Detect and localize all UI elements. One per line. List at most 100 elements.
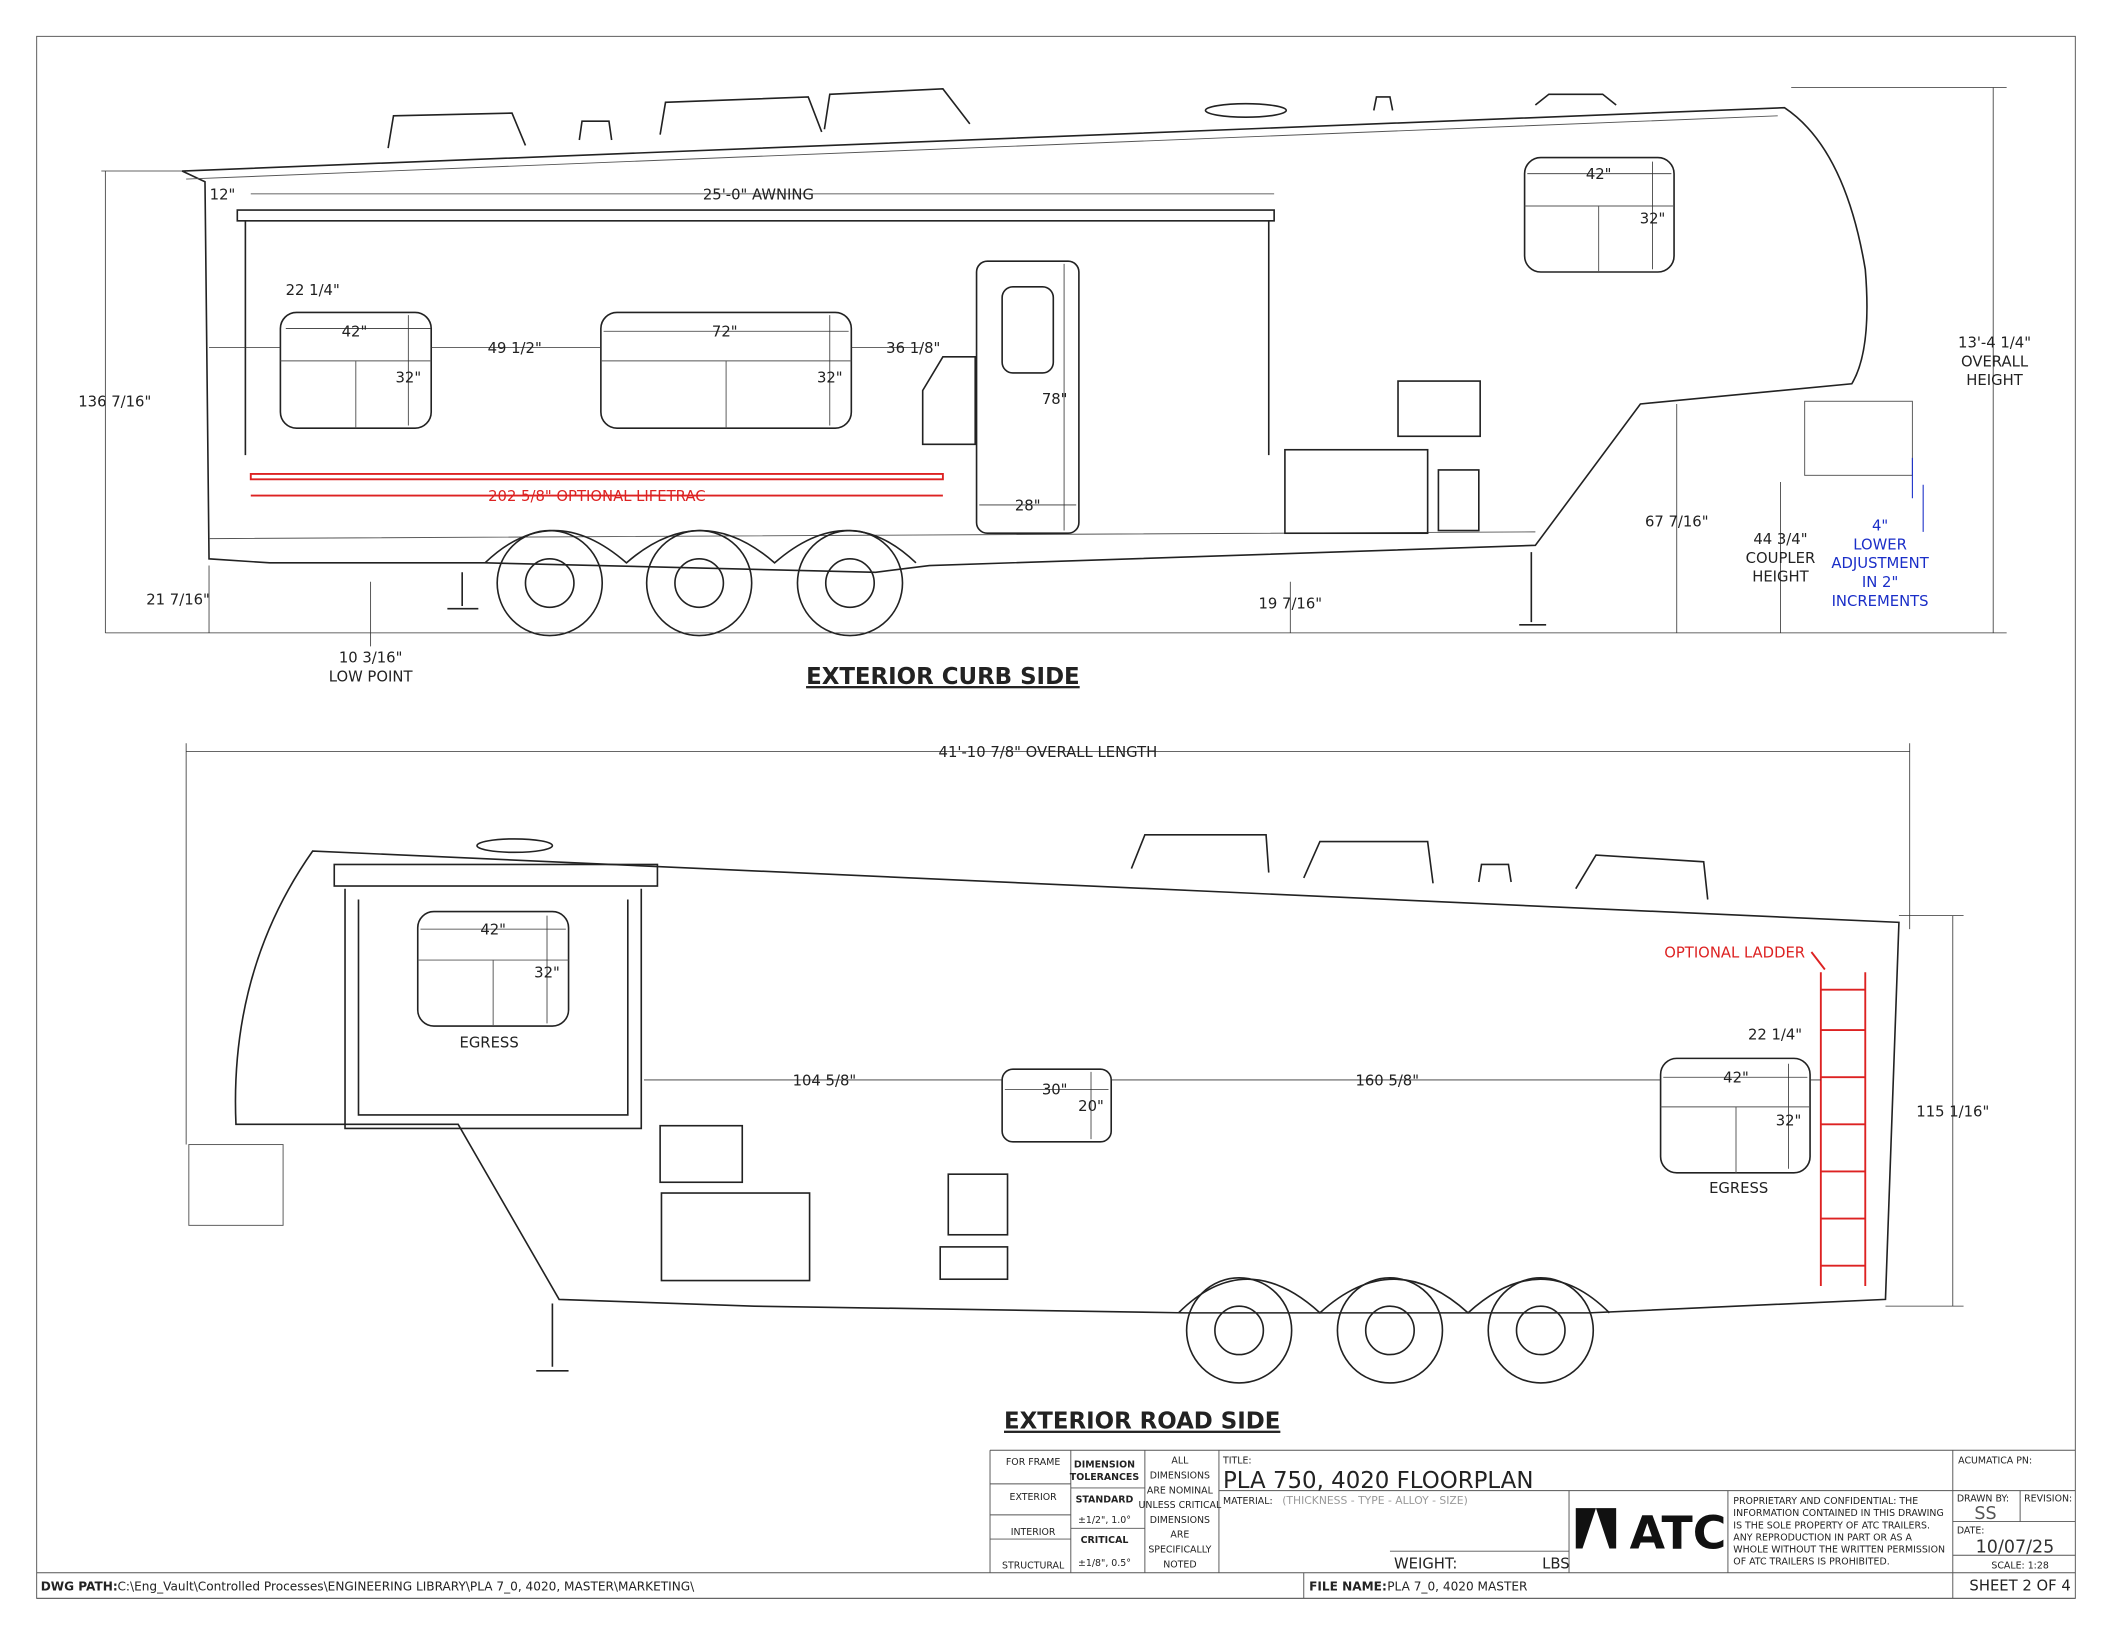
pin-box	[1804, 400, 1913, 476]
tolerance-header: TOLERANCES	[1070, 1472, 1140, 1483]
revision-label: REVISION:	[2024, 1493, 2072, 1504]
dim-label: COUPLER	[1746, 550, 1816, 567]
dim-label: 19 7/16"	[1259, 596, 1323, 613]
lifetrac-line	[249, 473, 944, 497]
title-label: TITLE:	[1222, 1456, 1252, 1467]
entry-door	[975, 260, 1080, 535]
utility-panel	[947, 1173, 1009, 1236]
window	[1001, 1068, 1113, 1143]
dim-adjust: LOWER	[1853, 536, 1907, 553]
window	[1523, 156, 1675, 273]
atc-logo: ATC	[1575, 1507, 1727, 1560]
legend-structural: STRUCTURAL	[1002, 1561, 1065, 1572]
file-name-value: PLA 7_0, 4020 MASTER	[1387, 1579, 1528, 1593]
dim-label: 115 1/16"	[1916, 1103, 1989, 1120]
egress-label: EGRESS	[459, 1035, 518, 1052]
date-label: DATE:	[1957, 1526, 1985, 1537]
notice-line: ANY REPRODUCTION IN PART OR AS A	[1733, 1532, 1912, 1543]
dim-label: 72"	[712, 324, 738, 341]
dim-label: 12"	[210, 186, 236, 203]
note-line: ARE	[1170, 1530, 1189, 1541]
dim-label: 22 1/4"	[286, 282, 340, 299]
dim-label: OVERALL	[1961, 353, 2029, 370]
dim-awning: 25'-0" AWNING	[703, 186, 814, 203]
slide-out-topper	[333, 863, 659, 887]
scale-value: SCALE: 1:28	[1991, 1561, 2048, 1572]
drawn-by-value: SS	[1974, 1504, 1996, 1524]
drawn-by-label: DRAWN BY:	[1957, 1493, 2009, 1504]
legend-for-frame: FOR FRAME	[1006, 1457, 1060, 1468]
dim-label: 21 7/16"	[146, 592, 210, 609]
egress-label: EGRESS	[1709, 1180, 1768, 1197]
dim-label: 32"	[817, 369, 843, 386]
view-title-road: EXTERIOR ROAD SIDE	[1004, 1409, 1280, 1435]
ladder-label: OPTIONAL LADDER	[1664, 944, 1805, 961]
dim-label: 44 3/4"	[1753, 531, 1807, 548]
roof-units	[387, 88, 1617, 149]
curb-side-view: 12" 25'-0" AWNING 22 1/4" 42" 32" 49 1/2…	[78, 87, 2031, 690]
notice-line: PROPRIETARY AND CONFIDENTIAL: THE	[1733, 1496, 1918, 1507]
dim-label: 20"	[1078, 1098, 1104, 1115]
compartment	[1397, 380, 1481, 438]
dim-adjust: 4"	[1872, 518, 1888, 535]
dim-label: 30"	[1042, 1082, 1068, 1099]
notice-line: INFORMATION CONTAINED IN THIS DRAWING	[1733, 1508, 1943, 1519]
dim-lifetrac: 202 5/8" OPTIONAL LIFETRAC	[488, 488, 705, 505]
note-line: ALL	[1171, 1456, 1189, 1467]
sheet-number: SHEET 2 OF 4	[1969, 1577, 2070, 1594]
dim-label: 136 7/16"	[78, 394, 151, 411]
roof-vent	[1204, 102, 1288, 118]
curb-wheels	[484, 529, 917, 637]
dim-label: 10 3/16"	[339, 649, 403, 666]
dim-overall-length: 41'-10 7/8" OVERALL LENGTH	[939, 744, 1158, 761]
note-line: DIMENSIONS	[1150, 1470, 1210, 1481]
date-value: 10/07/25	[1976, 1538, 2055, 1558]
road-body-outline	[234, 850, 1900, 1314]
dim-label: 67 7/16"	[1645, 513, 1709, 530]
road-wheels	[1177, 1277, 1610, 1384]
note-line: NOTED	[1163, 1559, 1196, 1570]
notice-line: OF ATC TRAILERS IS PROHIBITED.	[1733, 1557, 1889, 1568]
notice-line: IS THE SOLE PROPERTY OF ATC TRAILERS.	[1733, 1520, 1930, 1531]
material-value: (THICKNESS - TYPE - ALLOY - SIZE)	[1282, 1494, 1468, 1507]
tolerance-critical-value: ±1/8", 0.5°	[1078, 1558, 1131, 1569]
dim-label: 32"	[1776, 1113, 1802, 1130]
dim-adjust: IN 2"	[1862, 574, 1898, 591]
tolerance-standard-value: ±1/2", 1.0°	[1078, 1515, 1131, 1526]
compartment	[1284, 448, 1429, 535]
dim-label: LOW POINT	[329, 668, 414, 685]
title-block: FOR FRAME EXTERIOR INTERIOR STRUCTURAL D…	[36, 1449, 2076, 1599]
compartment	[659, 1124, 744, 1184]
dim-label: 22 1/4"	[1748, 1027, 1802, 1044]
dwg-path-value: C:\Eng_Vault\Controlled Processes\ENGINE…	[117, 1579, 695, 1593]
dim-label: HEIGHT	[1966, 372, 2023, 389]
proprietary-notice: PROPRIETARY AND CONFIDENTIAL: THE INFORM…	[1733, 1496, 1945, 1568]
dim-label: 32"	[1640, 211, 1666, 228]
acumatica-label: ACUMATICA PN:	[1958, 1456, 2032, 1467]
dim-label: 36 1/8"	[886, 340, 940, 357]
logo-text: ATC	[1630, 1507, 1727, 1560]
tolerance-standard: STANDARD	[1076, 1495, 1134, 1506]
dim-label: 78"	[1042, 391, 1068, 408]
dim-label: 104 5/8"	[793, 1072, 857, 1089]
note-line: ARE NOMINAL	[1147, 1485, 1214, 1496]
dim-label: 42"	[1723, 1070, 1749, 1087]
view-title-curb: EXTERIOR CURB SIDE	[806, 664, 1080, 690]
weight-unit: LBS	[1542, 1556, 1570, 1573]
file-name-label: FILE NAME:	[1309, 1579, 1387, 1593]
legend-interior: INTERIOR	[1011, 1527, 1056, 1538]
note-line: UNLESS CRITICAL	[1139, 1500, 1222, 1511]
dim-label: 49 1/2"	[488, 340, 542, 357]
dim-label: HEIGHT	[1752, 569, 1809, 586]
dim-adjust: ADJUSTMENT	[1831, 555, 1929, 572]
compartment	[660, 1192, 811, 1282]
dim-label: 32"	[395, 369, 421, 386]
note-line: SPECIFICALLY	[1148, 1545, 1211, 1556]
curb-body-outline	[181, 106, 1868, 574]
dim-label: 13'-4 1/4"	[1958, 334, 2031, 351]
road-side-view: 41'-10 7/8" OVERALL LENGTH	[185, 743, 1989, 1435]
dim-label: 160 5/8"	[1355, 1072, 1419, 1089]
pin-box	[188, 1144, 284, 1226]
material-label: MATERIAL:	[1223, 1496, 1273, 1507]
